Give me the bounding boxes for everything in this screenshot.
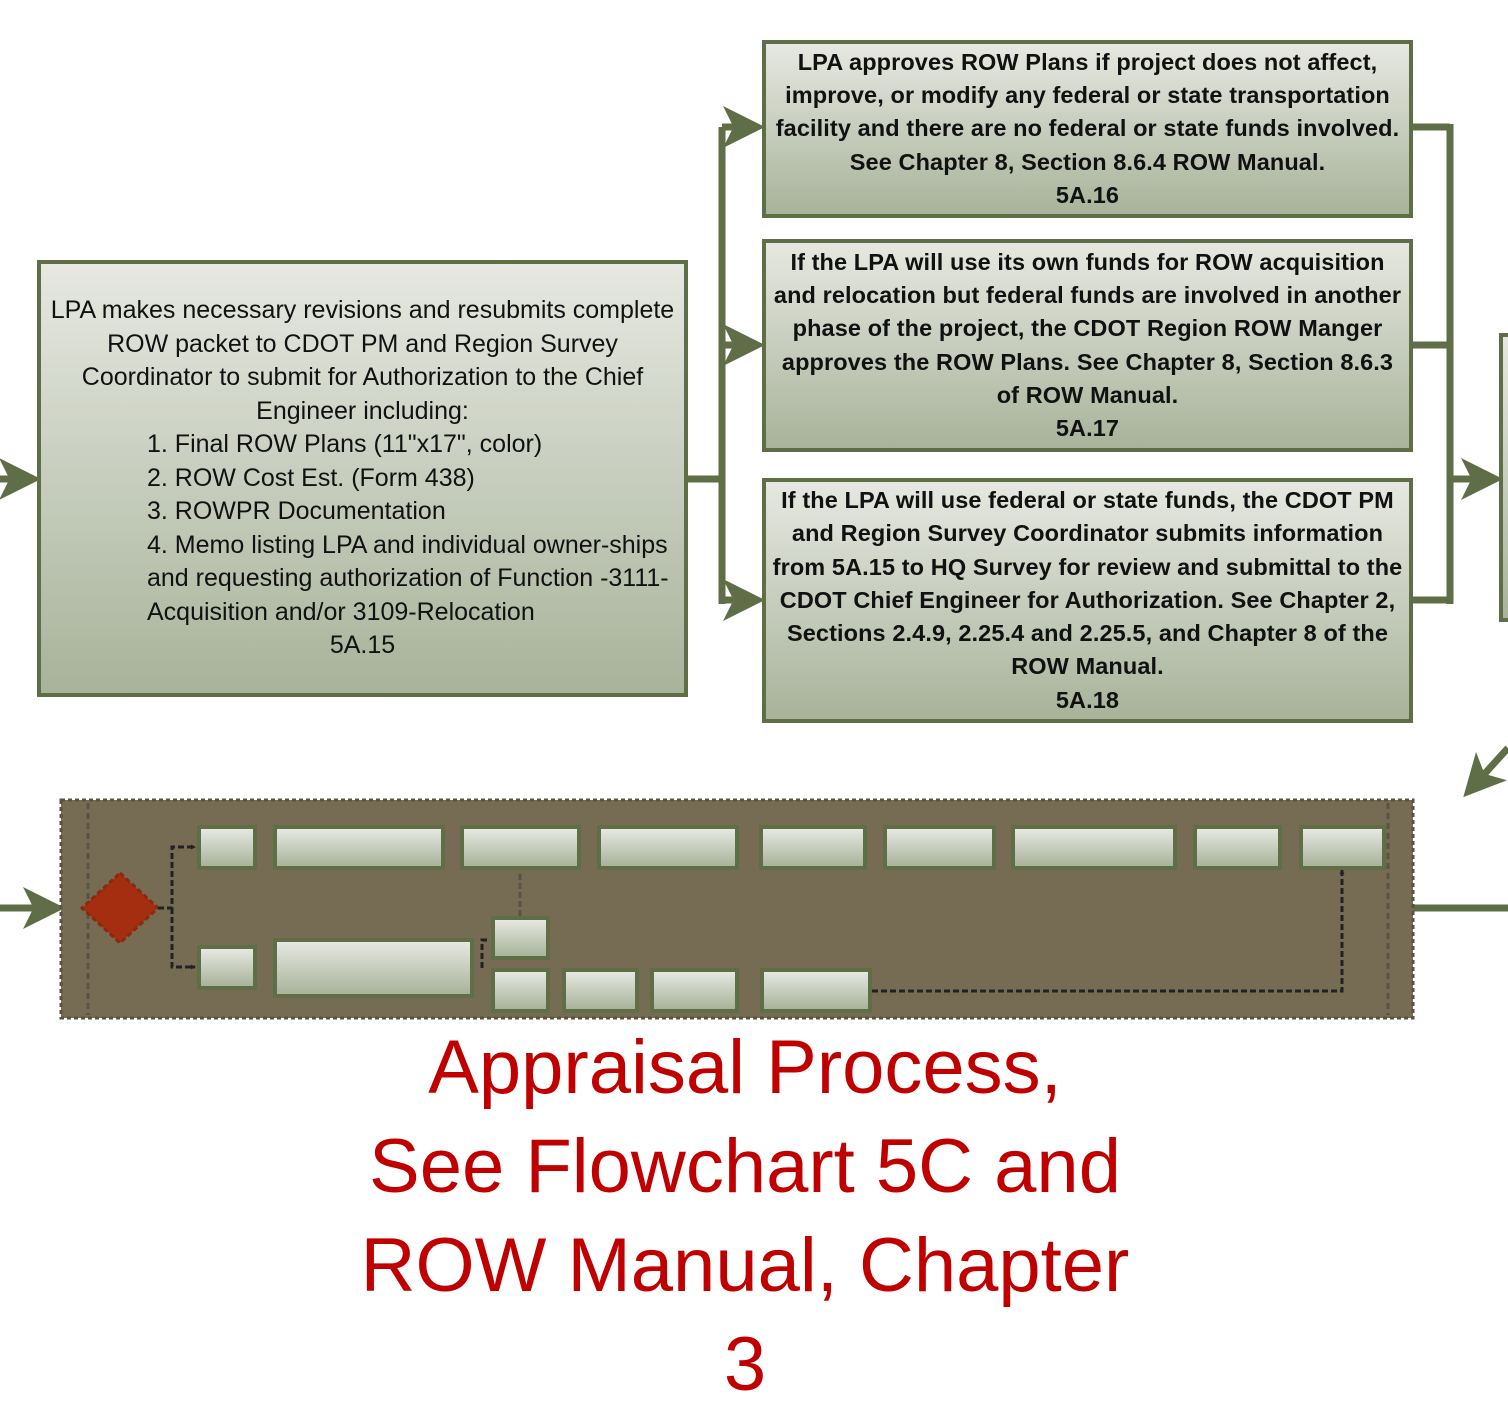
subprocess-step bbox=[197, 945, 257, 990]
step-5a15-item: 1. Final ROW Plans (11"x17", color) bbox=[147, 430, 543, 459]
step-5a17: If the LPA will use its own funds for RO… bbox=[762, 239, 1413, 452]
subprocess-step bbox=[273, 938, 474, 998]
subprocess-step bbox=[760, 968, 872, 1013]
title-line: ROW Manual, Chapter bbox=[360, 1223, 1130, 1308]
title-line: Appraisal Process, bbox=[428, 1025, 1062, 1110]
step-5a15: LPA makes necessary revisions and resubm… bbox=[37, 260, 688, 697]
subprocess-step bbox=[1193, 825, 1282, 870]
subprocess-step bbox=[1011, 825, 1177, 870]
step-5a16-text: LPA approves ROW Plans if project does n… bbox=[775, 48, 1400, 175]
step-5a15-text: LPA makes necessary revisions and resubm… bbox=[50, 296, 675, 425]
appraisal-process-label: Appraisal Process, See Flowchart 5C and … bbox=[0, 1018, 1490, 1401]
step-id: 5A.16 bbox=[1055, 181, 1120, 208]
subprocess-step bbox=[460, 825, 581, 870]
title-line: See Flowchart 5C and bbox=[369, 1124, 1121, 1209]
diagonal-arrow bbox=[1463, 745, 1508, 798]
step-5a15-item: 3. ROWPR Documentation bbox=[147, 497, 446, 526]
subprocess-step bbox=[197, 825, 257, 870]
title-line: 3 bbox=[723, 1322, 767, 1401]
step-5a18-text: If the LPA will use federal or state fun… bbox=[772, 486, 1403, 680]
step-5a17-text: If the LPA will use its own funds for RO… bbox=[773, 248, 1402, 408]
subprocess-step bbox=[491, 916, 550, 960]
subprocess-step bbox=[883, 825, 996, 870]
decision-diamond bbox=[79, 870, 161, 946]
next-step-partial bbox=[1499, 333, 1508, 622]
step-5a18: If the LPA will use federal or state fun… bbox=[762, 478, 1413, 723]
step-5a16: LPA approves ROW Plans if project does n… bbox=[762, 40, 1413, 218]
step-id: 5A.18 bbox=[1055, 686, 1120, 713]
step-id: 5A.15 bbox=[329, 631, 396, 660]
subprocess-step bbox=[273, 825, 445, 870]
subprocess-step bbox=[597, 825, 739, 870]
subprocess-step bbox=[759, 825, 867, 870]
subprocess-step bbox=[491, 968, 550, 1013]
subprocess-step bbox=[562, 968, 639, 1013]
step-5a15-item: 2. ROW Cost Est. (Form 438) bbox=[147, 463, 475, 492]
step-5a15-item: 4. Memo listing LPA and individual owner… bbox=[147, 530, 669, 626]
subprocess-step bbox=[1299, 825, 1386, 870]
subprocess-step bbox=[650, 968, 739, 1013]
step-id: 5A.17 bbox=[1055, 415, 1120, 442]
